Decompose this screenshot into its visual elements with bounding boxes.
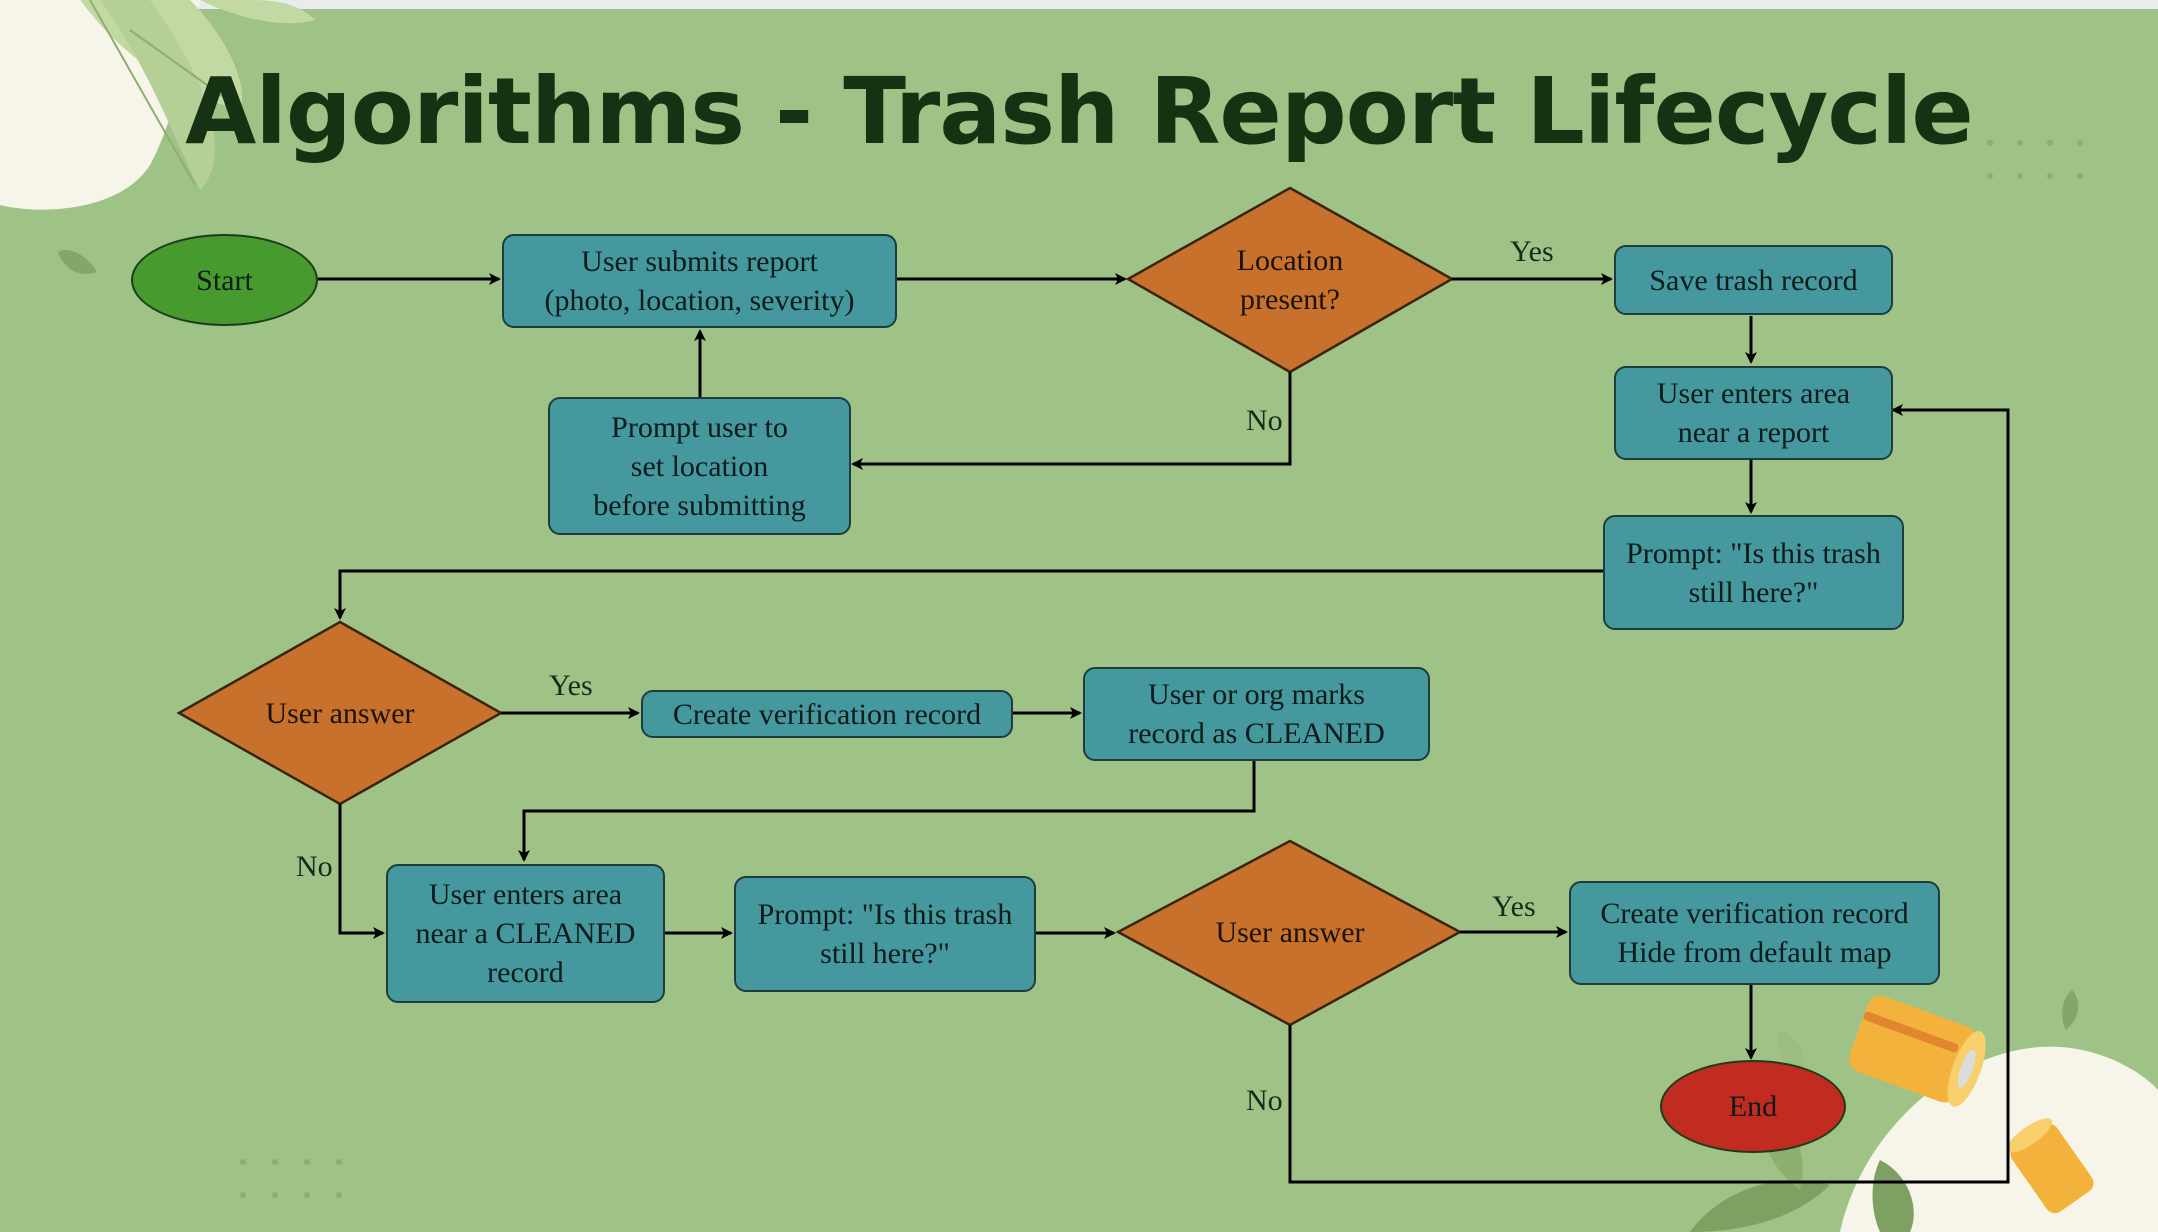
dot-grid-bottom-left xyxy=(240,1159,342,1198)
end-node: End xyxy=(1660,1060,1846,1153)
edge-label-answer2-no: No xyxy=(1246,1084,1283,1117)
edge-label-answer2-yes: Yes xyxy=(1492,890,1536,923)
small-leaf-icon xyxy=(58,250,97,274)
page-title: Algorithms - Trash Report Lifecycle xyxy=(185,58,1974,165)
edge-label-answer1-no: No xyxy=(296,850,333,883)
edge-answer1-enter-cleaned xyxy=(338,804,385,939)
edge-mark-enter-cleaned xyxy=(518,761,1256,862)
connectors xyxy=(318,273,2010,1184)
prompt-still-here-node-2: Prompt: "Is this trash still here?" xyxy=(734,876,1036,992)
can-icon xyxy=(1848,995,1986,1107)
save-record-node: Save trash record xyxy=(1614,245,1893,315)
submit-report-node: User submits report (photo, location, se… xyxy=(502,234,897,328)
leaf-icon-top-left xyxy=(80,0,315,190)
prompt-still-here-node-1: Prompt: "Is this trash still here?" xyxy=(1603,515,1904,630)
enter-area-node: User enters area near a report xyxy=(1614,366,1893,460)
top-band xyxy=(0,0,2158,9)
edge-label-location-no: No xyxy=(1246,404,1283,437)
edge-answer2-loop xyxy=(1288,404,2010,1184)
edge-prompt1-answer1 xyxy=(334,569,1603,620)
location-decision-label: Location present? xyxy=(1236,244,1344,316)
answer2-decision-label: User answer xyxy=(1215,915,1365,949)
edge-location-prompt xyxy=(851,372,1292,470)
can-icon-small xyxy=(2006,1118,2094,1214)
mark-cleaned-node: User or org marks record as CLEANED xyxy=(1083,667,1430,761)
start-node: Start xyxy=(131,234,318,326)
create-verification-node-1: Create verification record xyxy=(641,690,1013,738)
small-leaf-icon-right xyxy=(2062,990,2079,1030)
enter-cleaned-area-node: User enters area near a CLEANED record xyxy=(386,864,665,1003)
create-verification-node-2: Create verification record Hide from def… xyxy=(1569,881,1940,985)
edge-label-answer1-yes: Yes xyxy=(549,669,593,702)
prompt-location-node: Prompt user to set location before submi… xyxy=(548,397,851,535)
dot-grid-top-right xyxy=(1987,140,2083,179)
edge-label-location-yes: Yes xyxy=(1510,235,1554,268)
answer1-decision-label: User answer xyxy=(265,696,415,730)
